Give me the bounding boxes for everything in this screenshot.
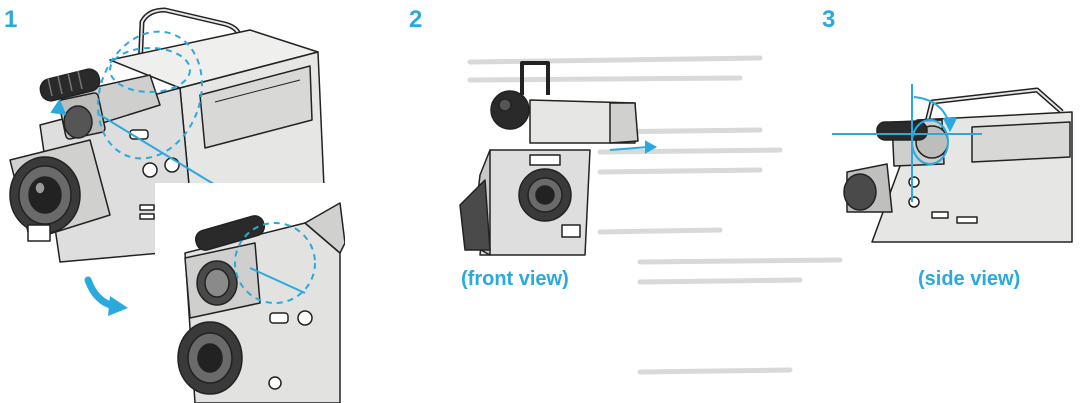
side-view-caption: (side view) — [918, 268, 1021, 290]
step-2-front-view-illustration — [459, 61, 658, 256]
step-2-number: 2 — [409, 6, 423, 33]
rotate-arrow-icon — [84, 276, 128, 316]
step-1-rotated-viewfinder-inset — [155, 183, 345, 403]
step-3-number: 3 — [822, 6, 836, 33]
step-3-side-view-illustration — [832, 84, 1073, 243]
front-view-caption: (front view) — [461, 268, 569, 290]
step-1-number: 1 — [4, 6, 18, 33]
